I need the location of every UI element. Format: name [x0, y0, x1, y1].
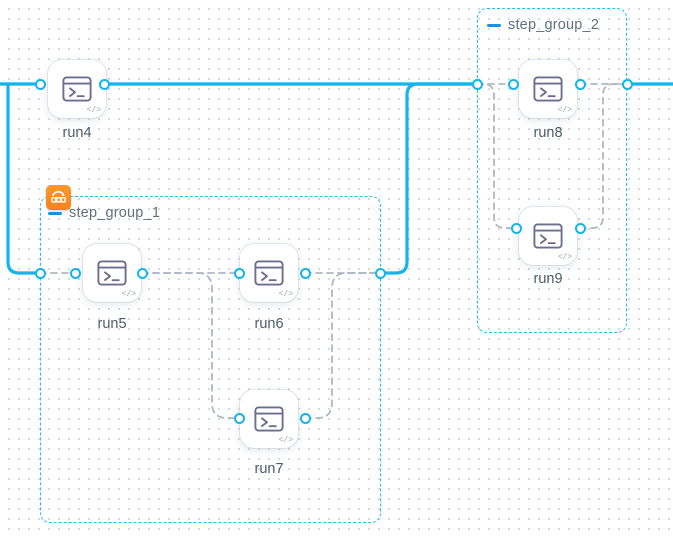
port-p-run8-in[interactable]: [507, 78, 519, 90]
port-p-run6-in[interactable]: [233, 267, 245, 279]
port-p-run7-out[interactable]: [299, 412, 311, 424]
node-label-run5: run5: [97, 316, 127, 332]
group-box-step_group_1[interactable]: [40, 196, 381, 523]
code-badge-icon: </>: [557, 253, 572, 262]
port-p-run8-out[interactable]: [574, 78, 586, 90]
terminal-icon: [254, 260, 284, 286]
port-p-run7-in[interactable]: [233, 412, 245, 424]
port-p-run6-out[interactable]: [299, 267, 311, 279]
node-run4[interactable]: </>: [48, 60, 106, 118]
node-label-run8: run8: [533, 125, 563, 141]
port-p-run5-out[interactable]: [136, 267, 148, 279]
code-badge-icon: </>: [121, 290, 136, 299]
node-run6[interactable]: </>: [240, 244, 298, 302]
collapse-minus-icon[interactable]: [487, 23, 501, 27]
step-group-icon[interactable]: [46, 185, 71, 210]
code-badge-icon: </>: [278, 290, 293, 299]
group-label: step_group_2: [508, 17, 600, 33]
group-label: step_group_1: [69, 205, 161, 221]
group-header-step_group_1[interactable]: step_group_1: [48, 205, 160, 221]
port-p-run4-in[interactable]: [34, 78, 46, 90]
node-label-run4: run4: [62, 125, 92, 141]
edge-e-split-grp1[interactable]: [6, 82, 42, 275]
node-run8[interactable]: </>: [519, 60, 577, 118]
terminal-icon: [254, 406, 284, 432]
port-p-grp1-out[interactable]: [374, 267, 386, 279]
collapse-minus-icon[interactable]: [48, 211, 62, 215]
node-run7[interactable]: </>: [240, 390, 298, 448]
code-badge-icon: </>: [278, 436, 293, 445]
port-p-grp1-in[interactable]: [34, 267, 46, 279]
code-badge-icon: </>: [86, 106, 101, 115]
terminal-icon: [62, 76, 92, 102]
port-p-grp2-out[interactable]: [621, 78, 633, 90]
port-p-grp2-in[interactable]: [471, 78, 483, 90]
terminal-icon: [97, 260, 127, 286]
terminal-icon: [533, 223, 563, 249]
node-label-run6: run6: [254, 316, 284, 332]
terminal-icon: [533, 76, 563, 102]
node-run9[interactable]: </>: [519, 207, 577, 265]
port-p-run5-in[interactable]: [69, 267, 81, 279]
group-box-step_group_2[interactable]: [477, 8, 627, 333]
port-p-run9-out[interactable]: [574, 222, 586, 234]
group-header-step_group_2[interactable]: step_group_2: [487, 17, 599, 33]
port-p-run9-in[interactable]: [510, 222, 522, 234]
code-badge-icon: </>: [557, 106, 572, 115]
node-run5[interactable]: </>: [83, 244, 141, 302]
edge-e-grp1-main[interactable]: [378, 82, 479, 275]
node-label-run9: run9: [533, 271, 563, 287]
port-p-run4-out[interactable]: [98, 78, 110, 90]
node-label-run7: run7: [254, 461, 284, 477]
